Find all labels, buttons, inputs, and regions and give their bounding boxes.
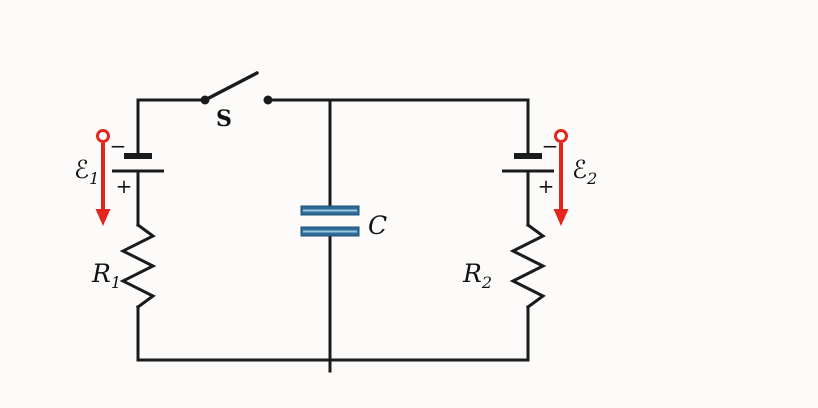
wires xyxy=(119,98,547,373)
emf2-label-symbol: ℰ xyxy=(572,155,587,184)
r2-label-symbol: R xyxy=(462,259,482,288)
switch-contact-left-dot xyxy=(200,95,210,105)
battery1-minus-sign: − xyxy=(110,134,127,158)
battery-emf1: − + xyxy=(110,134,164,198)
emf1-arrow-circle xyxy=(96,129,110,143)
resistor-r1-label: R1 xyxy=(91,259,121,292)
capacitor-label: C xyxy=(368,211,387,240)
capacitor: C xyxy=(300,205,387,240)
emf1-label-symbol: ℰ xyxy=(74,155,89,184)
battery-emf2: − + xyxy=(502,134,558,198)
emf1-arrowhead xyxy=(95,209,111,226)
emf1-label-subscript: 1 xyxy=(89,169,99,188)
battery2-minus-sign: − xyxy=(542,134,559,158)
resistor-r2-label: R2 xyxy=(462,259,492,292)
emf2-label: ℰ2 xyxy=(572,155,597,188)
r1-label-symbol: R xyxy=(91,259,111,288)
switch: S xyxy=(200,71,273,132)
emf2-direction-arrow xyxy=(553,129,569,226)
switch-blade xyxy=(203,71,259,102)
emf2-arrowhead xyxy=(553,209,569,226)
r1-label-subscript: 1 xyxy=(111,273,121,292)
r2-label-subscript: 2 xyxy=(481,273,492,292)
emf1-label: ℰ1 xyxy=(74,155,99,188)
emf1-direction-arrow xyxy=(95,129,111,226)
resistor-r2-zigzag xyxy=(509,222,547,310)
switch-label: S xyxy=(216,106,232,132)
battery1-plus-sign: + xyxy=(116,174,133,198)
resistor-r1-zigzag xyxy=(119,222,157,310)
emf2-arrow-circle xyxy=(554,129,568,143)
emf2-label-subscript: 2 xyxy=(586,169,597,188)
battery2-plus-sign: + xyxy=(538,174,555,198)
switch-contact-right-dot xyxy=(263,95,273,105)
